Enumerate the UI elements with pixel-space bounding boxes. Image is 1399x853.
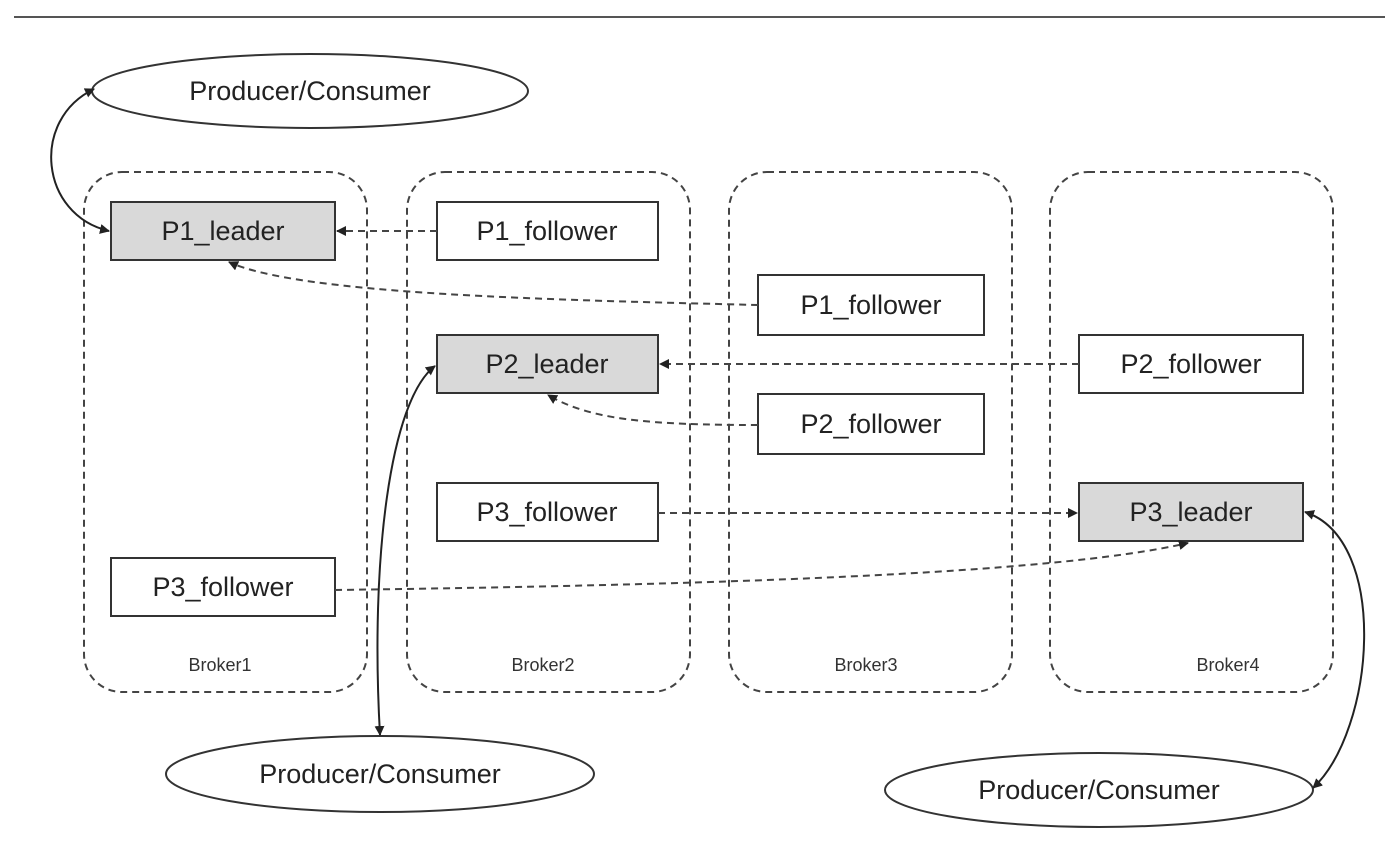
broker3-label: Broker3 — [834, 655, 897, 675]
broker3-container: Broker3 — [728, 171, 1013, 693]
partition-label: P1_follower — [476, 216, 617, 246]
partition-box-b4-p2-follower: P2_follower — [1078, 334, 1304, 394]
partition-label: P3_leader — [1129, 497, 1252, 527]
partition-label: P3_follower — [152, 572, 293, 602]
broker1-label: Broker1 — [188, 655, 251, 675]
replication-arrow — [334, 540, 1189, 591]
partition-label: P2_follower — [1120, 349, 1261, 379]
partition-box-b2-p2-leader: P2_leader — [436, 334, 659, 394]
replication-arrow — [228, 261, 759, 306]
producer-consumer-right: Producer/Consumer — [884, 752, 1314, 828]
partition-box-b2-p3-follower: P3_follower — [436, 482, 659, 542]
producer-consumer-label: Producer/Consumer — [978, 775, 1220, 805]
replication-arrow — [547, 394, 759, 426]
producer-consumer-label: Producer/Consumer — [189, 76, 431, 106]
producer-consumer-label: Producer/Consumer — [259, 759, 501, 789]
partition-box-b3-p2-follower: P2_follower — [757, 393, 985, 455]
producer-consumer-mid: Producer/Consumer — [165, 735, 595, 813]
partition-label: P1_follower — [800, 290, 941, 320]
broker2-container: Broker2 — [406, 171, 691, 693]
partition-box-b1-p3-follower: P3_follower — [110, 557, 336, 617]
client-connection-arrow — [374, 365, 436, 736]
partition-box-b1-p1-leader: P1_leader — [110, 201, 336, 261]
broker2-label: Broker2 — [511, 655, 574, 675]
partition-box-b4-p3-leader: P3_leader — [1078, 482, 1304, 542]
broker4-container: Broker4 — [1049, 171, 1334, 693]
broker4-label: Broker4 — [1196, 655, 1259, 675]
client-connection-arrow — [1304, 510, 1366, 789]
broker1-container: Broker1 — [83, 171, 368, 693]
producer-consumer-top: Producer/Consumer — [91, 53, 529, 129]
partition-label: P2_follower — [800, 409, 941, 439]
partition-box-b3-p1-follower: P1_follower — [757, 274, 985, 336]
partition-label: P1_leader — [161, 216, 284, 246]
partition-label: P2_leader — [485, 349, 608, 379]
client-connection-arrow — [50, 88, 110, 234]
partition-box-b2-p1-follower: P1_follower — [436, 201, 659, 261]
partition-label: P3_follower — [476, 497, 617, 527]
